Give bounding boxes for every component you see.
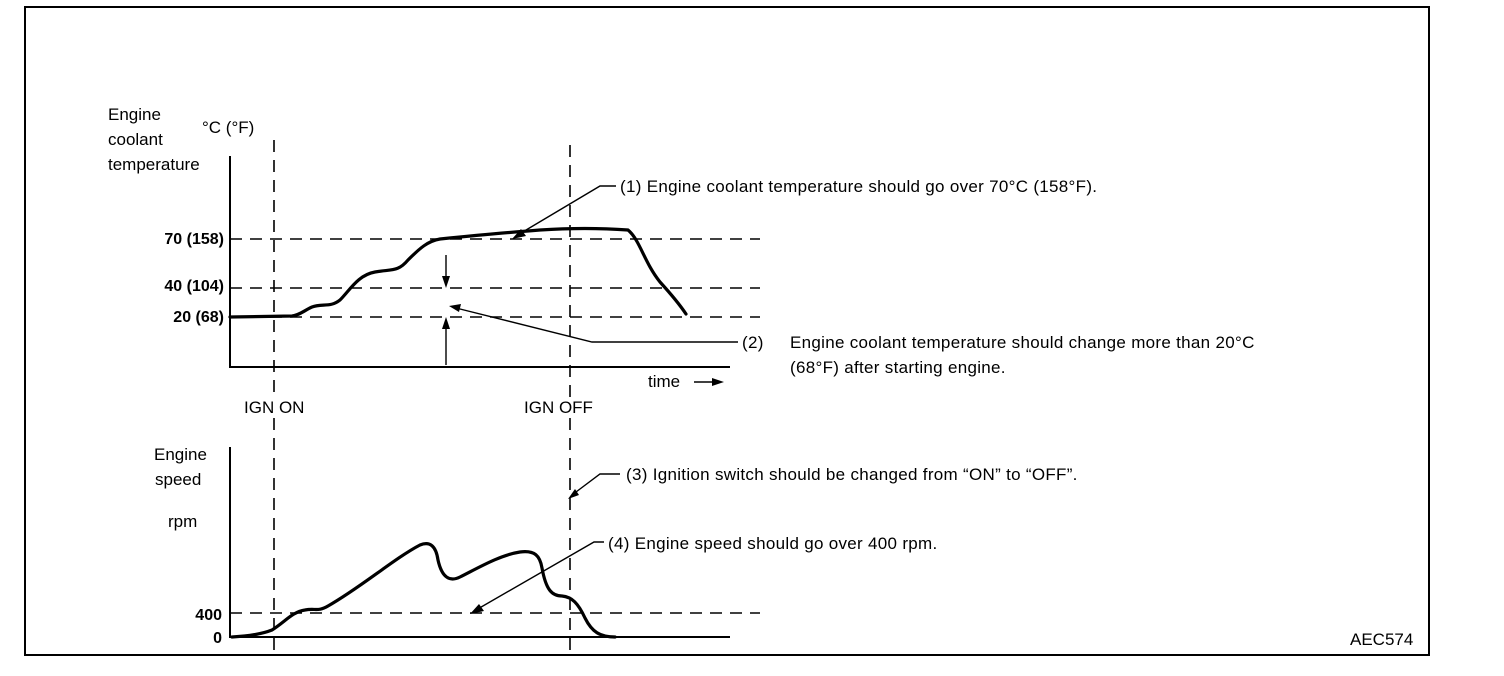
- ign-off-label: IGN OFF: [524, 398, 593, 417]
- top-ylabel-line-3: temperature: [108, 155, 200, 174]
- note-2-marker: (2): [742, 333, 764, 352]
- bottom-unit-label: rpm: [168, 512, 197, 531]
- ign-on-label: IGN ON: [244, 398, 304, 417]
- tick-0: 0: [213, 630, 222, 647]
- note-2-line-2: (68°F) after starting engine.: [790, 358, 1006, 377]
- note-3-leader: [571, 473, 620, 496]
- top-ylabel-line-1: Engine: [108, 105, 161, 124]
- figure-code: AEC574: [1350, 630, 1413, 649]
- tick-40: 40 (104): [164, 278, 224, 295]
- note-4: (4) Engine speed should go over 400 rpm.: [608, 534, 938, 553]
- tick-70: 70 (158): [164, 231, 224, 248]
- delta-arrow-lower-head: [442, 317, 450, 329]
- top-axes: [229, 156, 730, 368]
- tick-400: 400: [195, 607, 222, 624]
- coolant-temperature-curve: [228, 226, 688, 319]
- top-unit-label: °C (°F): [202, 118, 254, 137]
- diagram-frame: [24, 6, 1430, 656]
- note-2-line-1: Engine coolant temperature should change…: [790, 333, 1255, 352]
- time-arrow-head: [712, 378, 724, 386]
- note-2-leader: [455, 307, 738, 343]
- note-4-arrowhead: [470, 604, 484, 614]
- bottom-ylabel-line-1: Engine: [154, 445, 207, 464]
- note-3-arrowhead: [568, 489, 579, 499]
- tick-20: 20 (68): [173, 309, 224, 326]
- note-1-leader: [515, 185, 616, 237]
- note-3: (3) Ignition switch should be changed fr…: [626, 465, 1078, 484]
- bottom-axes: [229, 447, 730, 638]
- engine-speed-curve: [230, 542, 617, 639]
- time-label: time: [648, 372, 680, 391]
- note-1: (1) Engine coolant temperature should go…: [620, 177, 1097, 196]
- delta-arrow-upper-head: [442, 276, 450, 288]
- top-ylabel-line-2: coolant: [108, 130, 163, 149]
- note-2-arrowhead: [449, 304, 461, 312]
- note-4-leader: [475, 541, 604, 611]
- note-1-arrowhead: [512, 229, 526, 239]
- bottom-ylabel-line-2: speed: [155, 470, 201, 489]
